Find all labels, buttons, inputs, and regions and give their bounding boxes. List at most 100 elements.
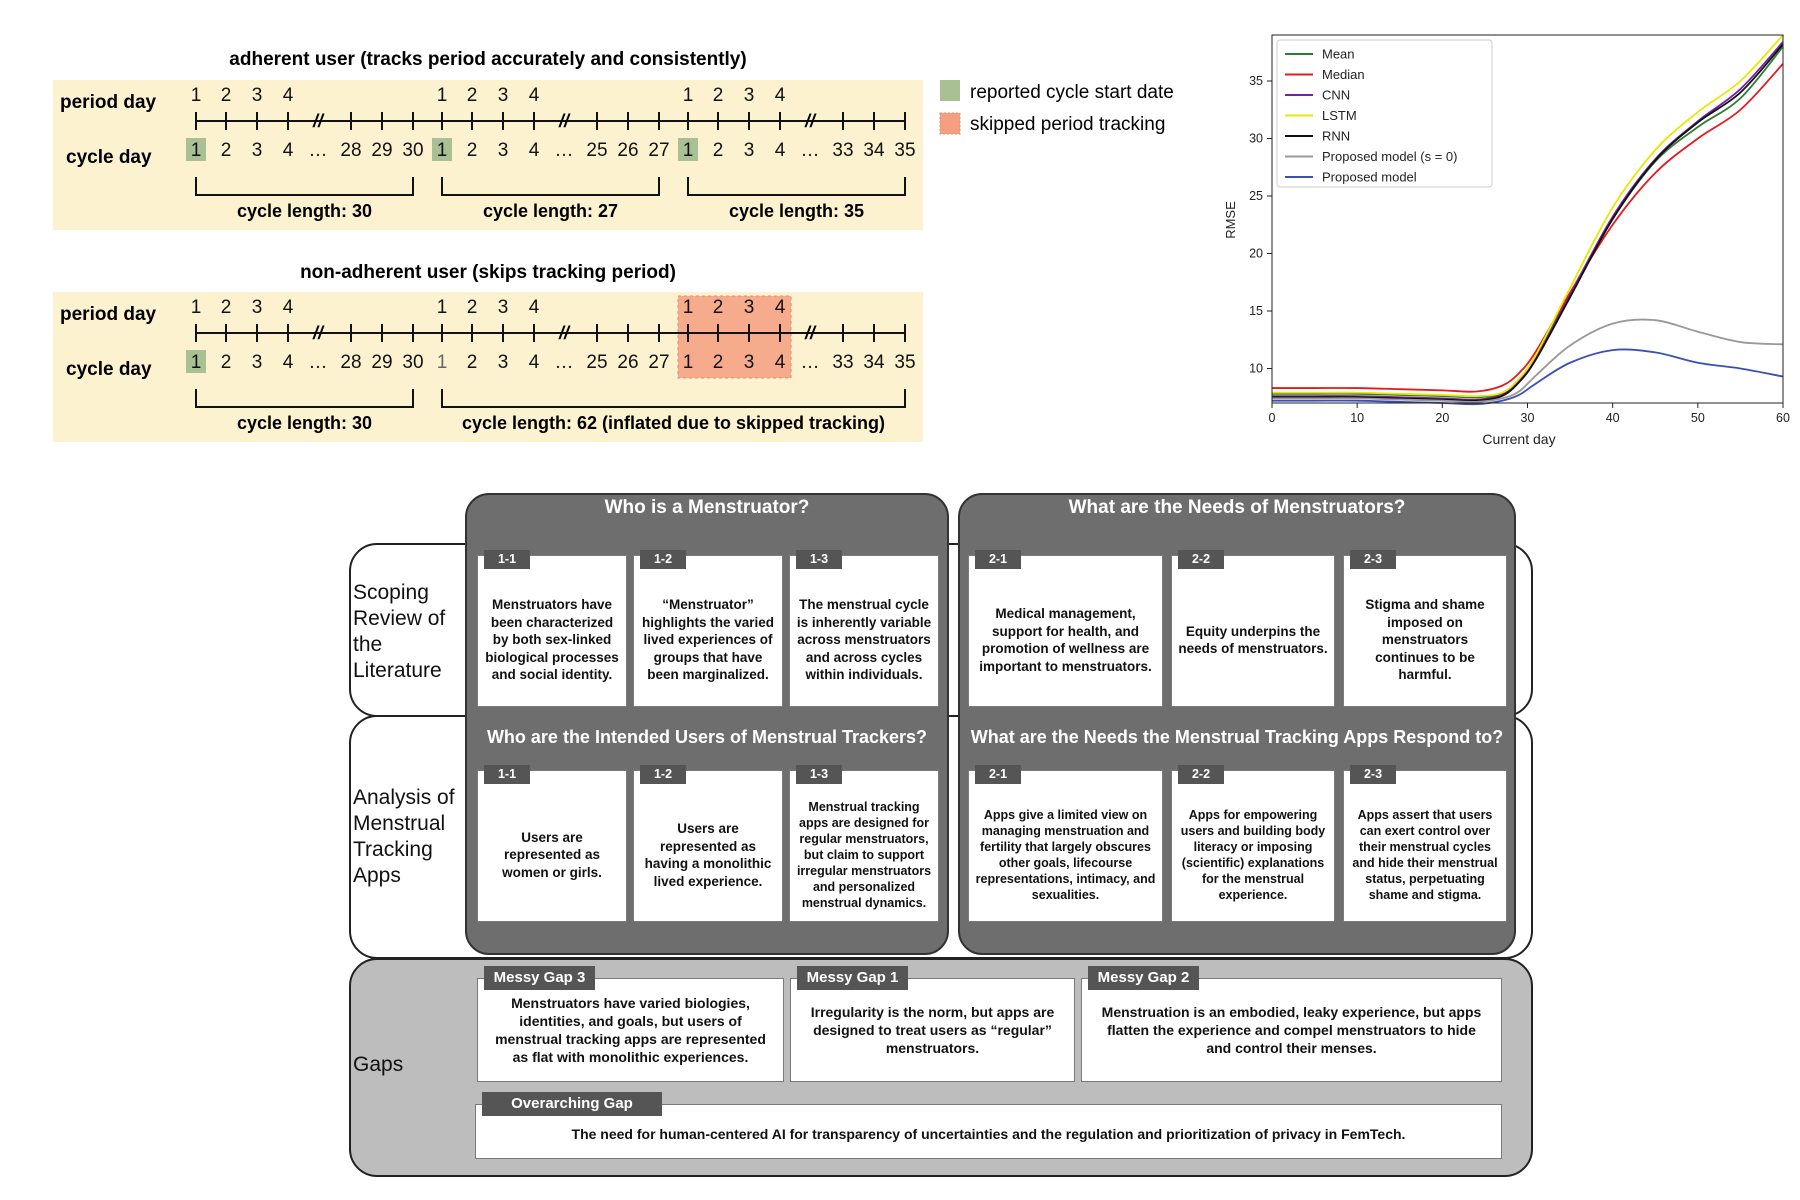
day-label: 1 (437, 140, 448, 161)
day-label: … (555, 352, 574, 373)
day-label: 4 (529, 140, 540, 161)
day-label: 26 (617, 140, 638, 161)
day-label: 29 (371, 352, 392, 373)
y-tick-label: 25 (1249, 189, 1263, 203)
cycle-bracket (195, 177, 414, 196)
legend-reported-label: reported cycle start date (970, 82, 1174, 103)
row2-tag: 1-1 (484, 765, 530, 784)
row1-tag: 2-2 (1178, 550, 1224, 569)
day-label: 3 (252, 140, 263, 161)
row1-tag: 1-1 (484, 550, 530, 569)
skipped-tracking-highlight (677, 295, 792, 379)
cycle-length-label: cycle length: 35 (729, 201, 864, 221)
cycle-start-marker (678, 138, 698, 161)
gap-tag: Messy Gap 2 (1088, 966, 1199, 990)
day-label: 2 (467, 297, 478, 318)
day-label: 2 (713, 352, 724, 373)
legend-entry: Proposed model (1322, 170, 1417, 185)
y-tick-label: 30 (1249, 132, 1263, 146)
axis-break-mark: // (312, 323, 325, 343)
col2-title-row2: What are the Needs the Menstrual Trackin… (970, 727, 1504, 747)
row2-card: Apps for empowering users and building b… (1171, 770, 1335, 922)
day-label: … (309, 352, 328, 373)
series-line (1272, 63, 1784, 393)
day-label: 3 (498, 297, 509, 318)
row1-tag: 2-3 (1350, 550, 1396, 569)
day-label: 4 (283, 352, 294, 373)
day-label: 4 (283, 297, 294, 318)
nonadherent-cycle-label: cycle day (66, 359, 152, 380)
day-label: … (309, 140, 328, 161)
day-label: 2 (221, 297, 232, 318)
x-tick-label: 40 (1606, 411, 1620, 425)
day-label: 2 (467, 352, 478, 373)
day-label: 1 (437, 297, 448, 318)
axis-break-mark: // (804, 323, 817, 343)
day-label: 35 (894, 352, 915, 373)
legend-entry: Proposed model (s = 0) (1322, 149, 1457, 164)
day-label: … (801, 352, 820, 373)
day-label: 1 (191, 352, 202, 373)
day-label: 4 (775, 85, 786, 106)
axis-break-mark: // (804, 111, 817, 131)
row1-tag: 1-3 (796, 550, 842, 569)
day-label: 2 (467, 140, 478, 161)
day-label: 1 (191, 297, 202, 318)
x-tick-label: 30 (1521, 411, 1535, 425)
day-label: 3 (744, 297, 755, 318)
gap-tag: Messy Gap 3 (484, 966, 595, 990)
legend-skipped-swatch (939, 112, 961, 135)
legend-box (1276, 39, 1493, 188)
axis-break-mark: // (558, 111, 571, 131)
cycle-start-marker (432, 138, 452, 161)
series-line (1272, 34, 1784, 398)
day-label: 1 (683, 297, 694, 318)
col1-title: Who is a Menstruator? (604, 497, 810, 518)
gap-card: Menstruators have varied biologies, iden… (477, 978, 784, 1082)
day-label: 3 (252, 352, 263, 373)
day-label: 4 (775, 297, 786, 318)
row1-card: Menstruators have been characterized by … (477, 555, 627, 707)
x-tick-label: 20 (1435, 411, 1449, 425)
cycle-length-label: cycle length: 62 (inflated due to skippe… (462, 413, 885, 433)
day-label: 4 (529, 297, 540, 318)
row1-card: “Menstruator” highlights the varied live… (633, 555, 783, 707)
day-label: 1 (437, 352, 448, 373)
row2-tag: 2-1 (975, 765, 1021, 784)
row2-card: Apps assert that users can exert control… (1343, 770, 1507, 922)
cycle-start-marker (186, 350, 206, 373)
day-label: 1 (191, 140, 202, 161)
y-tick-label: 15 (1249, 304, 1263, 318)
day-label: … (801, 140, 820, 161)
legend-entry: CNN (1322, 88, 1350, 103)
row2-tag: 1-2 (640, 765, 686, 784)
row1-tag: 2-1 (975, 550, 1021, 569)
axis-break-mark: // (312, 111, 325, 131)
day-label: 3 (744, 352, 755, 373)
row2-card: Users are represented as women or girls. (477, 770, 627, 922)
col2-title: What are the Needs of Menstruators? (1068, 497, 1406, 518)
legend-skipped-label: skipped period tracking (970, 114, 1165, 135)
legend-entry: LSTM (1322, 108, 1357, 123)
day-label: 1 (683, 85, 694, 106)
day-label: 27 (648, 352, 669, 373)
day-label: 35 (894, 140, 915, 161)
day-label: 26 (617, 352, 638, 373)
day-label: 30 (402, 140, 423, 161)
legend-reported-swatch (940, 80, 960, 101)
cycle-start-marker (186, 138, 206, 161)
day-label: 4 (529, 352, 540, 373)
day-label: 3 (744, 85, 755, 106)
day-label: 1 (191, 85, 202, 106)
cycle-length-label: cycle length: 27 (483, 201, 618, 221)
day-label: 2 (713, 297, 724, 318)
cycle-bracket (441, 177, 660, 196)
cycle-length-label: cycle length: 30 (237, 201, 372, 221)
axis-break-mark: // (558, 323, 571, 343)
row1-card: Equity underpins the needs of menstruato… (1171, 555, 1335, 707)
gap-card: Irregularity is the norm, but apps are d… (790, 978, 1075, 1082)
row3-label: Gaps (353, 1053, 404, 1076)
x-tick-label: 10 (1350, 411, 1364, 425)
